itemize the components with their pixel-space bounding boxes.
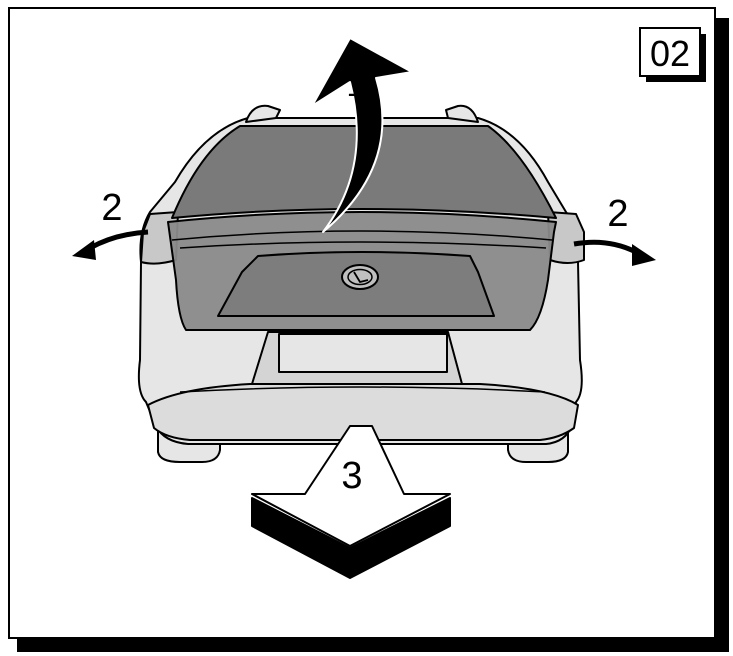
left-arrow-label: 2 (101, 187, 122, 229)
right-arrow-label: 2 (607, 193, 628, 235)
pull-arrow-side (251, 497, 451, 579)
lift-arrow-label: 1 (347, 70, 364, 103)
lexus-emblem-icon (341, 264, 379, 290)
right-roof-rail (445, 104, 479, 123)
tailgate-upper-crease (171, 230, 553, 241)
left-release-arrow (72, 229, 149, 260)
pull-out-arrow (251, 425, 451, 579)
left-roof-rail (245, 104, 281, 123)
bumper-line (179, 386, 546, 393)
car-rear-view (137, 104, 585, 463)
tailgate-lower-crease (179, 241, 547, 249)
lift-arrow (311, 37, 413, 233)
step-number: 02 (650, 33, 690, 74)
license-plate (278, 333, 448, 373)
rear-bumper (147, 383, 579, 441)
pull-arrow-label: 3 (341, 455, 362, 497)
pull-arrow-face (251, 425, 451, 547)
right-release-arrow (573, 239, 656, 266)
step-number-box: 02 (639, 27, 706, 82)
step-number-frame (639, 27, 701, 77)
